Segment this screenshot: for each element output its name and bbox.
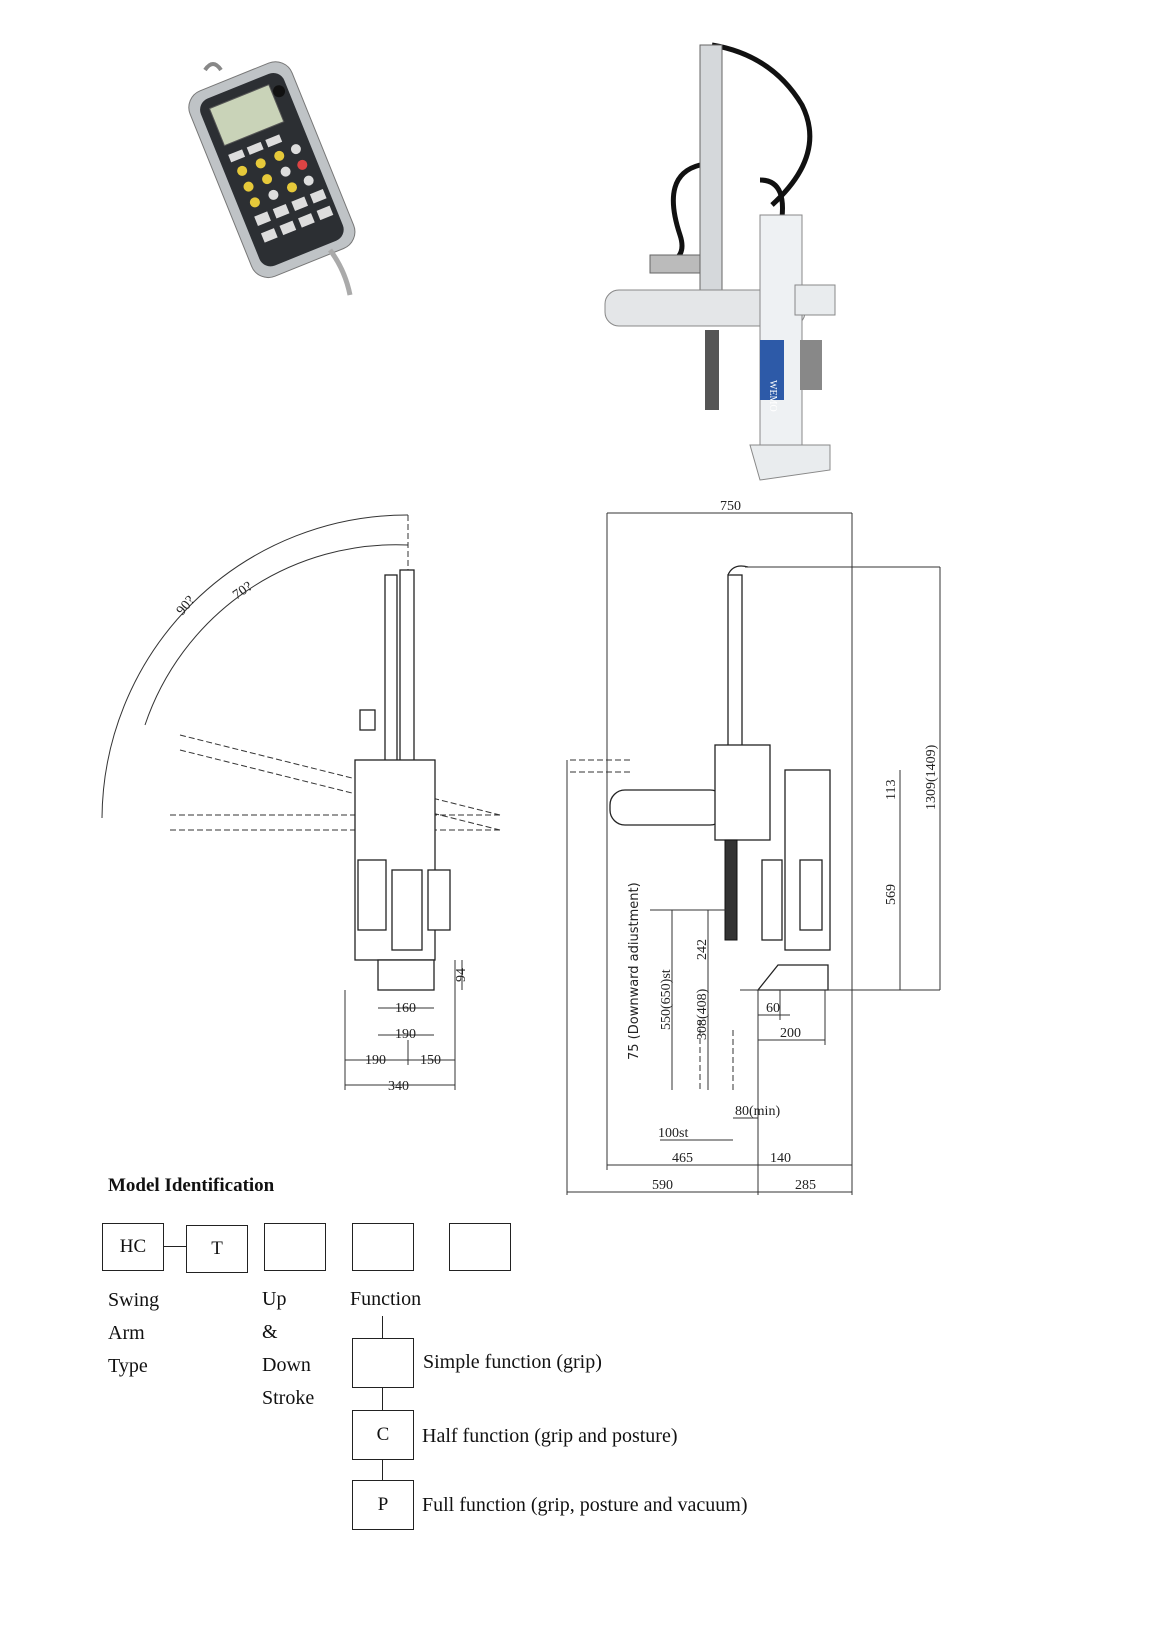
model-box-series: T [186, 1225, 248, 1273]
robot-brand-label: WEMO [767, 380, 778, 412]
function-desc-full: Full function (grip, posture and vacuum) [422, 1494, 748, 1516]
teach-pendant-image [188, 61, 356, 296]
dim-80-min: 80(min) [735, 1104, 780, 1119]
function-label: Function [350, 1288, 422, 1310]
function-desc-simple: Simple function (grip) [423, 1351, 602, 1373]
side-dimension-drawing: 750 1309(1409) 113 569 550(650)st 242 30… [566, 499, 941, 1195]
model-box-extra [449, 1223, 511, 1271]
dim-100st: 100st [658, 1126, 688, 1141]
model-identification-title: Model Identification [108, 1175, 275, 1196]
function-code-full: P [352, 1480, 414, 1530]
dim-200: 200 [780, 1026, 801, 1041]
dim-569: 569 [884, 884, 899, 905]
dim-160: 160 [395, 1001, 416, 1016]
dim-150: 150 [420, 1053, 441, 1068]
dim-340: 340 [388, 1079, 409, 1094]
function-connector [382, 1388, 383, 1410]
function-code-half: C [352, 1410, 414, 1460]
top-swing-drawing: 90? 70? 160 190 190 150 340 94 [101, 514, 501, 1094]
function-desc-half: Half function (grip and posture) [422, 1425, 678, 1447]
dim-1309: 1309(1409) [924, 744, 939, 810]
up-down-stroke-label: Up & Down Stroke [262, 1288, 315, 1409]
dim-113: 113 [884, 780, 899, 800]
dim-550: 550(650)st [659, 969, 674, 1030]
swing-arm-type-label: Swing Arm Type [108, 1289, 160, 1377]
dim-190b: 190 [365, 1053, 386, 1068]
dim-590: 590 [652, 1178, 673, 1193]
function-connector [382, 1460, 383, 1480]
model-box-type: HC [102, 1223, 164, 1271]
model-box-function [352, 1223, 414, 1271]
function-connector [382, 1316, 383, 1338]
model-box-stroke [264, 1223, 326, 1271]
dim-465: 465 [672, 1151, 693, 1166]
connector-line [164, 1246, 186, 1247]
robot-photo: WEMO [604, 42, 836, 481]
dim-190a: 190 [395, 1027, 416, 1042]
dim-285: 285 [795, 1178, 816, 1193]
dim-308: 308(408) [695, 988, 710, 1040]
angle-outer-label: 90? [174, 593, 198, 618]
dim-242: 242 [695, 939, 710, 960]
dim-140: 140 [770, 1151, 791, 1166]
dim-94: 94 [454, 968, 469, 982]
dim-750: 750 [720, 499, 741, 514]
dim-60: 60 [766, 1001, 780, 1016]
downward-adjustment-note: 75 (Downward adiustment) [627, 882, 642, 1060]
function-code-simple [352, 1338, 414, 1388]
